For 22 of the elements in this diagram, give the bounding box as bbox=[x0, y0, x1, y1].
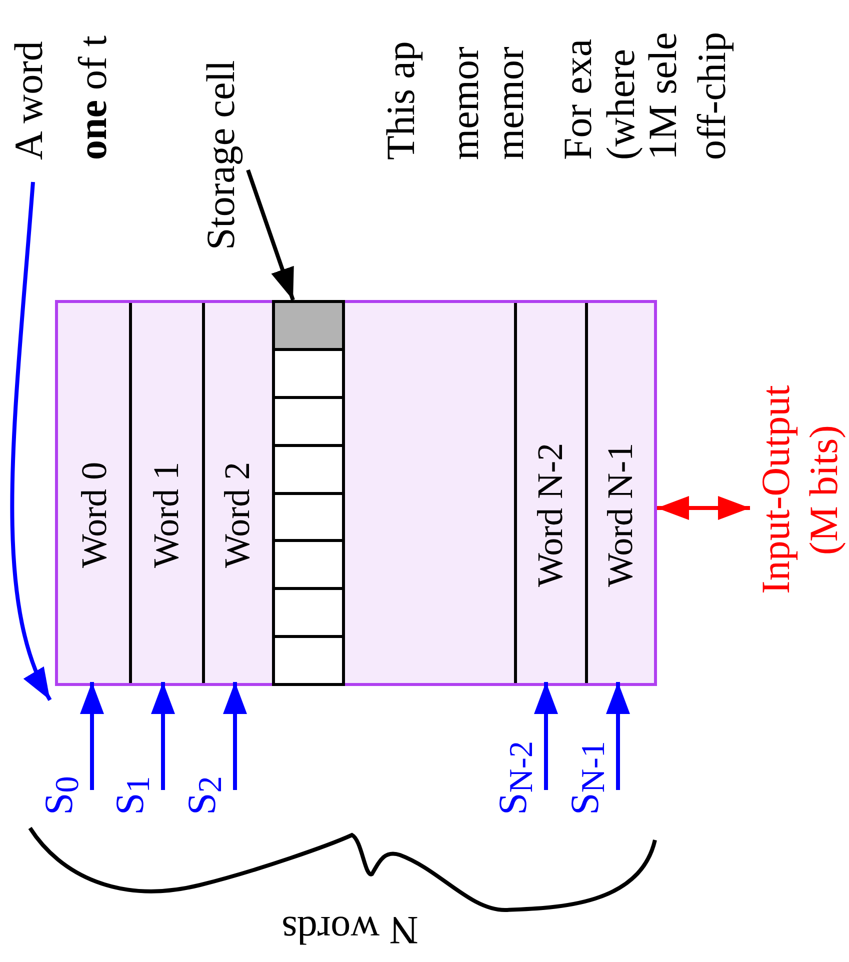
note-text: A word bbox=[6, 40, 52, 160]
storage-cell bbox=[272, 635, 345, 686]
note-text: one of t bbox=[70, 34, 116, 160]
memory-array bbox=[55, 300, 657, 686]
storage-cell bbox=[272, 300, 345, 351]
note-text: memor bbox=[442, 46, 488, 160]
arrow bbox=[606, 682, 630, 790]
callout-text: Storage cell bbox=[198, 59, 244, 250]
arrow bbox=[151, 682, 175, 790]
note-text: This ap bbox=[378, 40, 424, 160]
arrow bbox=[246, 169, 295, 301]
arrow bbox=[534, 682, 558, 790]
note-text: memor bbox=[487, 46, 533, 160]
note-text: (where bbox=[598, 48, 644, 160]
arrow bbox=[80, 682, 104, 790]
arrow bbox=[223, 682, 247, 790]
io-label: Input-Output (M bits) bbox=[752, 384, 847, 596]
note-text: For exa bbox=[555, 38, 601, 160]
arrow bbox=[10, 182, 52, 701]
arrow bbox=[657, 496, 750, 520]
brace-label: N words bbox=[280, 908, 420, 952]
note-text: off-chip bbox=[688, 30, 735, 160]
